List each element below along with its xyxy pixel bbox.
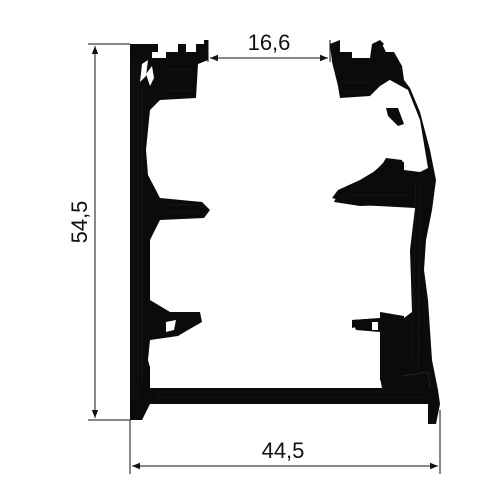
right-bottom-notch [380, 372, 430, 388]
dimension-width: 44,5 [129, 410, 441, 474]
height-label: 54,5 [67, 201, 92, 244]
dimension-height: 54,5 [67, 43, 130, 421]
profile-texture [133, 60, 424, 400]
left-hook-gap [146, 66, 154, 86]
profile-outer-shape [130, 40, 440, 424]
top-gap-label: 16,6 [248, 30, 291, 55]
left-bottom-notch [130, 366, 150, 388]
right-upper-flange [330, 40, 396, 98]
right-lower-gap [372, 322, 378, 330]
aluminium-profile [130, 40, 440, 424]
dimension-top-gap: 16,6 [207, 30, 331, 62]
right-upper-tooth [386, 108, 404, 126]
width-label: 44,5 [262, 438, 305, 463]
right-mid-hook [334, 160, 420, 206]
profile-cavity-upper [140, 60, 148, 82]
left-lower-gap [166, 320, 176, 332]
